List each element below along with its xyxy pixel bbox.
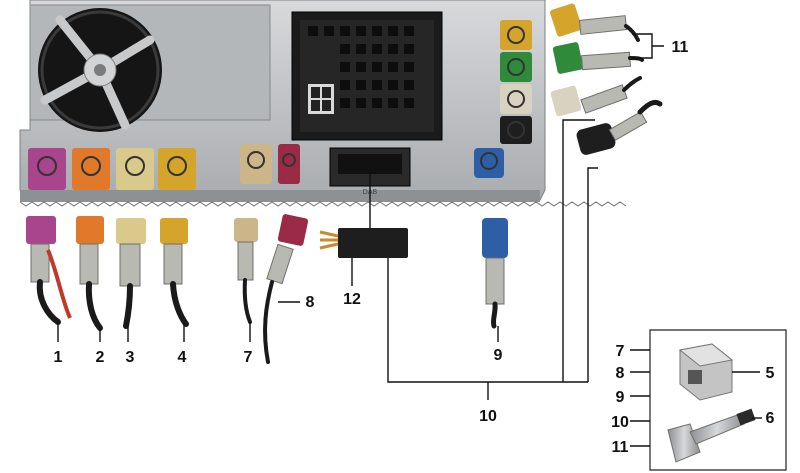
inset-callout-11: 11 [612, 439, 629, 456]
socket-yellow-right [500, 20, 532, 50]
callout-9: 9 [494, 347, 503, 364]
connector-group-11 [550, 3, 663, 155]
housing-fakra-sockets [28, 20, 532, 190]
inset-callout-5: 5 [766, 365, 775, 382]
part-6-angled-plug [667, 408, 756, 463]
socket-yellow [158, 148, 196, 190]
cooling-fan [38, 8, 162, 132]
callout-2: 2 [96, 349, 105, 366]
connector-12 [319, 228, 408, 258]
callout-12: 12 [343, 291, 361, 308]
callout-11: 11 [672, 39, 689, 56]
connector-4 [160, 218, 189, 327]
inset-callout-6: 6 [766, 410, 775, 427]
connector-3 [116, 218, 146, 329]
inset-callout-8: 8 [616, 365, 625, 382]
callout-3: 3 [126, 349, 135, 366]
socket-beige [240, 144, 272, 184]
inset-callout-10: 10 [611, 414, 629, 431]
socket-cream [116, 148, 154, 190]
socket-blue [474, 148, 504, 178]
socket-light-right [500, 84, 532, 114]
inset-panel: 7 8 9 10 11 5 6 [611, 329, 787, 471]
socket-green-right [500, 52, 532, 82]
socket-bordeaux [278, 144, 300, 184]
callout-8: 8 [306, 294, 315, 311]
leader-lines [57, 33, 664, 400]
inset-callout-9: 9 [616, 389, 625, 406]
connector-1 [26, 216, 72, 325]
main-connector-block [291, 11, 443, 141]
connector-8 [263, 214, 309, 364]
callout-7: 7 [244, 349, 253, 366]
inset-callout-7: 7 [616, 343, 625, 360]
connector-9 [482, 218, 508, 329]
part-5-housing [678, 343, 734, 401]
callout-10: 10 [479, 408, 497, 425]
socket-violet [28, 148, 66, 190]
callout-4: 4 [178, 349, 187, 366]
connector-2 [76, 216, 104, 331]
connector-7 [234, 218, 258, 324]
callout-1: 1 [54, 349, 63, 366]
callout-labels: 1 2 3 4 7 8 12 9 10 11 [54, 39, 689, 425]
socket-orange [72, 148, 110, 190]
socket-black-right [500, 116, 532, 144]
